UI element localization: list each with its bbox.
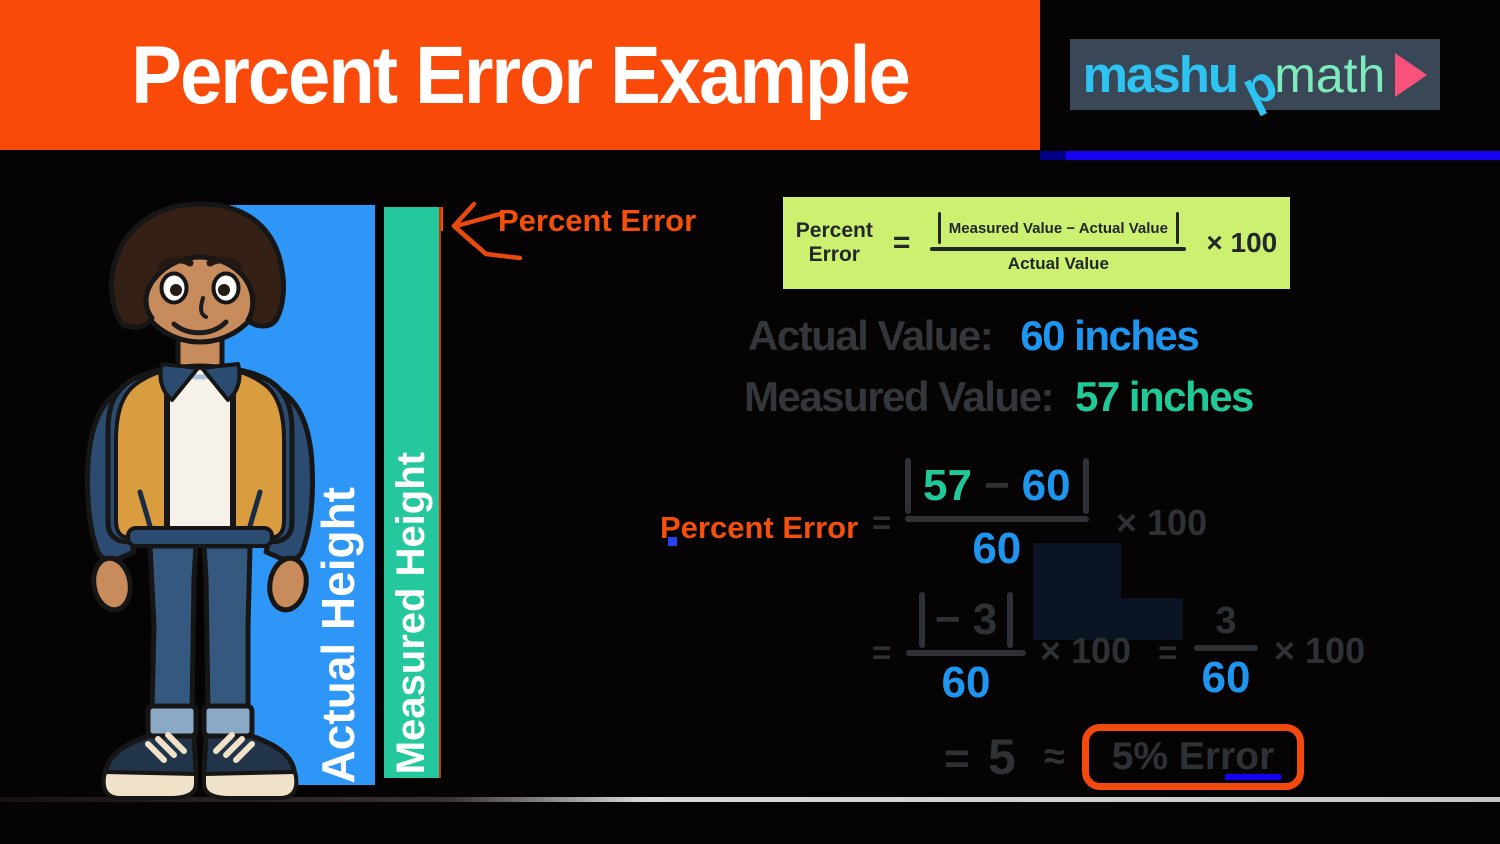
hair [109,201,286,330]
work2-fraction-a: − 3 60 [906,592,1026,708]
result-text: 5% Error [1111,735,1275,778]
formula-multiplier: × 100 [1206,227,1278,258]
left-sole [101,770,198,800]
work1-subtrahend: 60 [1021,461,1071,510]
abs-bar [1082,458,1089,514]
collar-left [158,362,200,402]
minus-sign: − [983,461,1010,510]
work1-denominator: 60 [972,524,1022,573]
right-sole [202,770,299,800]
collar-right [200,362,242,402]
work2-fraction-b: 3 60 [1194,600,1258,703]
ground-line [0,797,1500,802]
work2-equals-a: = [872,634,892,671]
blue-artifact [668,537,677,546]
right-cuff [201,703,255,739]
formula-denominator: Actual Value [1007,254,1109,273]
work3-equals: = [944,734,970,783]
result-box: 5% Error [1082,724,1304,790]
page-title: Percent Error Example [131,29,910,121]
formula-equals: = [892,226,911,259]
fraction-rule [905,516,1089,522]
left-arrow-icon [451,201,523,261]
abs-bar [1175,212,1179,244]
work2-equals-b: = [1158,634,1178,671]
formula-box: Percent Error = Measured Value − Actual … [783,197,1290,289]
boy-illustration [85,201,315,800]
actual-value-row: Actual Value: 60 inches [748,312,1200,360]
actual-value-label: Actual Value: [748,312,994,359]
fraction-rule [906,650,1026,656]
jacket-hem [126,526,274,548]
jacket-panel-left [114,368,168,540]
blue-artifact [1225,774,1281,780]
measured-value-label: Measured Value: [744,373,1054,420]
jacket-panel-right [232,368,286,540]
nose [199,296,208,319]
work1-minuend: 57 [923,461,972,510]
right-hand [267,555,309,613]
navy-decoration [1033,598,1183,640]
right-leg [201,543,253,715]
work3-value: 5 [988,729,1016,785]
abs-bar [937,212,941,244]
work2-denominator-b: 60 [1201,653,1251,702]
work1-equals: = [872,504,892,541]
actual-value: 60 inches [1020,312,1199,359]
approx-sign: ≈ [1044,736,1065,778]
formula-lhs: Percent Error [795,218,873,266]
work2-multiplier-b: × 100 [1274,630,1366,671]
measured-height-label: Measured Height [389,451,433,774]
work-percent-error-label: Percent Error [660,510,859,545]
logo-text-math: math [1274,46,1386,103]
abs-bar [1007,592,1014,648]
work2-denominator-a: 60 [941,658,991,707]
left-leg [147,543,199,715]
work2-numerator-b: 3 [1215,600,1237,642]
fraction-rule [930,247,1187,251]
work2-numerator-a: − 3 [934,595,998,644]
left-cuff [145,703,199,739]
work1-fraction: 57 − 60 60 [905,458,1089,574]
play-icon [1395,52,1428,97]
measured-value-row: Measured Value: 57 inches [744,373,1254,421]
work2-multiplier-a: × 100 [1040,630,1132,671]
work1-multiplier: × 100 [1116,502,1208,543]
header-banner: Percent Error Example [0,0,1040,150]
mouth [171,319,229,336]
measured-height-bar: Measured Height [384,207,441,778]
abs-bar [905,458,911,514]
formula-fraction: Measured Value − Actual Value Actual Val… [930,212,1187,274]
percent-error-pointer-label: Percent Error [498,203,697,238]
fraction-rule [1194,645,1258,651]
measured-value: 57 inches [1074,373,1254,420]
logo-underline [1040,151,1500,160]
abs-bar [918,592,925,648]
logo-text-mashup: mashu [1082,46,1239,103]
formula-numerator: Measured Value − Actual Value [948,219,1168,237]
left-hand [91,555,133,613]
